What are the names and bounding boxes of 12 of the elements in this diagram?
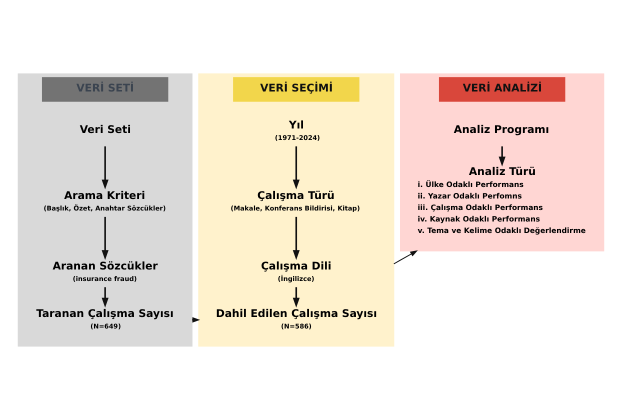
arrow — [192, 316, 200, 322]
arrow — [292, 216, 300, 260]
arrow — [102, 216, 109, 260]
arrow — [393, 250, 418, 264]
arrow — [292, 146, 300, 189]
arrow — [498, 146, 506, 166]
node-text: Analiz Türü i. Ülke Odaklı Performans ii. Yazar Odaklı Perfomns iii. Çalışma Odaklı Performans iv. Kaynak Odaklı Performans v. Tema ve Kelime Odaklı Değerlendirme — [418, 164, 586, 235]
node-text: Veri Seti — [80, 122, 131, 136]
arrow — [102, 146, 109, 189]
node-text: Analiz Programı — [454, 122, 550, 136]
arrow — [102, 286, 109, 308]
arrow — [292, 286, 300, 308]
